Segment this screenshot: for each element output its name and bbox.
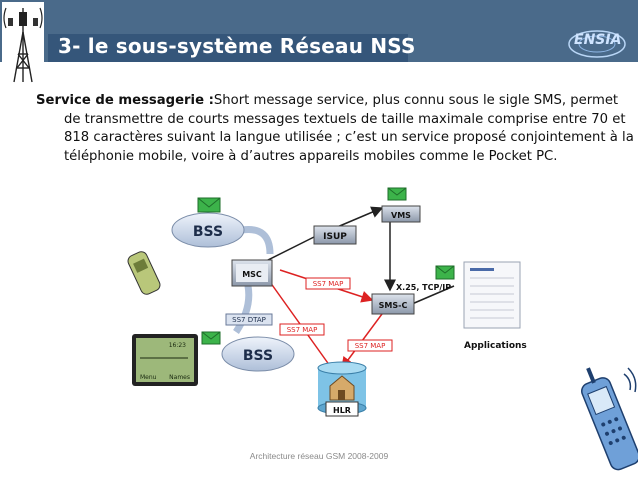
- bss-top-label: BSS: [193, 224, 223, 240]
- hlr-label: HLR: [333, 406, 351, 415]
- ss7-map-label-2: SS7 MAP: [287, 326, 318, 334]
- phone-screen-icon: 16:23 Menu Names: [132, 334, 198, 386]
- ss7-map-label-3: SS7 MAP: [355, 342, 386, 350]
- envelope-icon: [435, 265, 455, 280]
- screen-time: 16:23: [169, 342, 186, 349]
- msc-label: MSC: [242, 270, 262, 279]
- ensia-logo: [568, 30, 626, 58]
- screen-left-label: Menu: [140, 374, 157, 381]
- logo-text: ENSIA: [574, 32, 622, 48]
- title-bar: [48, 34, 408, 62]
- bss-bottom-label: BSS: [243, 348, 273, 364]
- antenna-tower-icon: [2, 2, 44, 84]
- envelope-icon: [387, 187, 407, 201]
- hlr-database-icon: HLR: [317, 361, 367, 417]
- mobile-phone-decoration: [581, 367, 638, 471]
- vms-label: VMS: [391, 211, 411, 220]
- ss7-map-label-1: SS7 MAP: [313, 280, 344, 288]
- applications-document-icon: [463, 261, 521, 329]
- applications-label: Applications: [464, 341, 527, 351]
- isup-label: ISUP: [323, 232, 347, 242]
- page-title: 3- le sous-système Réseau NSS: [58, 34, 416, 58]
- term-label: Service de messagerie :: [36, 93, 214, 108]
- smsc-node: SMS-C: [371, 293, 415, 315]
- envelope-icon: [197, 197, 221, 213]
- body-paragraph: Service de messagerie :Short message ser…: [36, 92, 636, 166]
- smsc-label: SMS-C: [379, 301, 408, 310]
- ss7-dtap-label: SS7 DTAP: [232, 316, 266, 324]
- msc-node: MSC: [231, 259, 273, 287]
- screen-right-label: Names: [169, 374, 190, 381]
- body-text: Service de messagerie :Short message ser…: [36, 92, 636, 166]
- footer-text: Architecture réseau GSM 2008-2009: [249, 451, 389, 461]
- mobile-phone-icon: [127, 251, 161, 295]
- sms-architecture-diagram: BSS BSS 16:23 Menu Names: [120, 186, 534, 424]
- envelope-icon: [201, 331, 221, 345]
- term-definition: Short message service, plus connu sous l…: [64, 93, 634, 164]
- x25-label: X.25, TCP/IP: [396, 283, 451, 292]
